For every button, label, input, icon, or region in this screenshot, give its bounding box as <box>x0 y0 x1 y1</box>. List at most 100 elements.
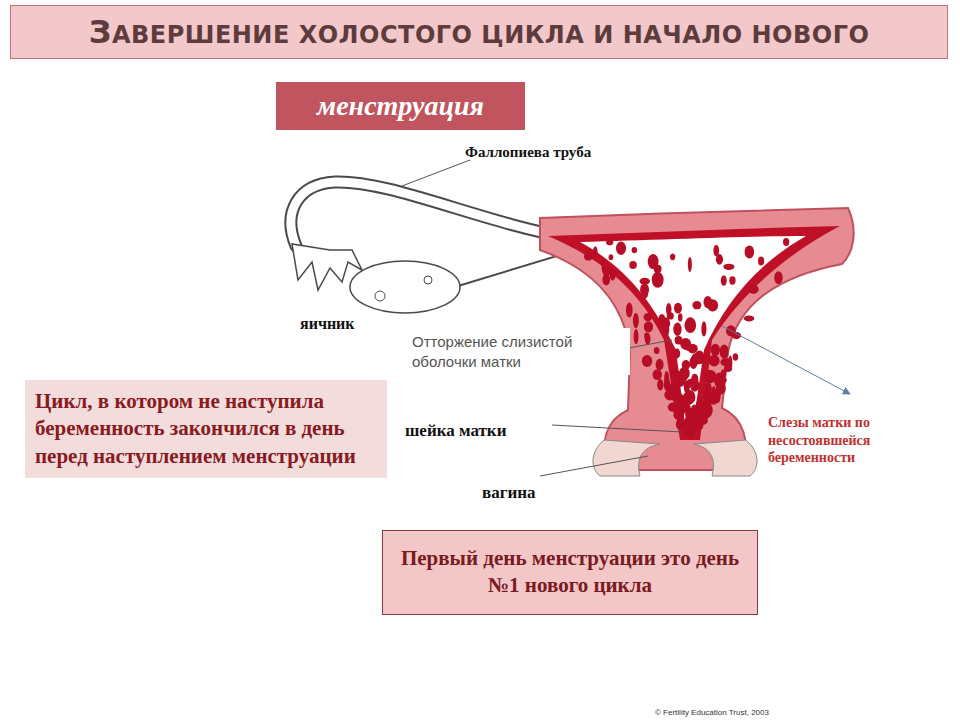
blood-drop <box>632 247 638 253</box>
blood-drop <box>701 321 706 336</box>
blood-drop <box>648 254 659 269</box>
blood-drop <box>616 242 626 256</box>
blood-drop <box>733 353 739 360</box>
blood-drop <box>593 246 598 258</box>
blood-drop <box>744 315 754 321</box>
blood-drop <box>709 355 720 367</box>
blood-drop <box>674 303 682 314</box>
blood-drop <box>710 371 716 380</box>
node-text: Отторжение слизистой оболочки матки <box>412 332 624 371</box>
blood-drop <box>672 400 683 413</box>
blood-drop <box>634 329 639 344</box>
blood-drop <box>783 238 789 246</box>
leader-line <box>402 160 470 186</box>
blood-drop <box>644 313 653 321</box>
blood-drop <box>681 423 693 429</box>
blood-drop <box>692 301 701 309</box>
ovary <box>350 261 460 313</box>
label-text: © Fertility Education Trust, 2003 <box>655 708 769 718</box>
blood-drop <box>670 253 675 260</box>
ovarian-ligament <box>458 252 570 286</box>
blood-drop <box>682 360 690 370</box>
part-label: шейка матки <box>405 420 506 441</box>
blood-drop <box>716 254 723 265</box>
blood-drop <box>707 299 718 311</box>
leader-line <box>540 456 648 476</box>
blood-drop <box>688 257 692 272</box>
blood-drop <box>674 349 681 359</box>
blood-drop <box>654 347 660 354</box>
blood-drop <box>721 275 727 286</box>
blood-drop <box>640 284 649 296</box>
label-text: Слезы матки по несостоявшейся беременнос… <box>768 414 948 467</box>
label-text: вагина <box>482 482 536 503</box>
blood-drop <box>603 267 611 277</box>
blood-drop <box>642 355 652 367</box>
blood-drop <box>664 371 669 386</box>
part-label: Фаллопиева труба <box>465 143 591 162</box>
blood-drop <box>606 239 613 245</box>
title-text: ЗАВЕРШЕНИЕ ХОЛОСТОГО ЦИКЛА И НАЧАЛО НОВО… <box>89 13 870 51</box>
part-label: яичник <box>300 314 355 334</box>
blood-drop <box>729 276 735 284</box>
label-text: шейка матки <box>405 420 506 441</box>
blood-drop <box>692 374 698 385</box>
blood-drop <box>644 333 649 340</box>
stage-badge: менструация <box>276 82 525 130</box>
blood-drop <box>711 344 720 356</box>
blood-drop <box>723 264 734 270</box>
blood-drop <box>720 358 731 366</box>
blood-drop <box>609 254 614 260</box>
blood-drop <box>673 323 681 337</box>
follicle <box>375 291 385 301</box>
tube-lumen <box>291 182 570 246</box>
note-box: Первый день менструации это день №1 ново… <box>382 530 758 615</box>
note-box: Цикл, в котором не наступила беременност… <box>25 380 387 478</box>
blood-drop <box>695 400 703 415</box>
callout-arrow <box>722 326 850 394</box>
blood-drop <box>748 285 759 294</box>
blood-drop <box>696 416 708 425</box>
blood-drop <box>644 321 653 332</box>
blood-drop <box>658 314 665 324</box>
follicle <box>424 276 432 284</box>
blood-drop <box>716 382 726 394</box>
node-text: Первый день менструации это день №1 ново… <box>399 545 741 600</box>
leader-line <box>552 425 682 432</box>
blood-drop <box>667 383 677 396</box>
blood-drop <box>626 303 633 318</box>
blood-drop <box>670 369 680 378</box>
blood-drop <box>584 252 593 260</box>
blood-drop <box>667 312 674 319</box>
node-text: менструация <box>286 88 515 124</box>
title-band: ЗАВЕРШЕНИЕ ХОЛОСТОГО ЦИКЛА И НАЧАЛО НОВО… <box>10 5 948 59</box>
blood-drop <box>678 313 682 321</box>
blood-drop <box>610 268 616 280</box>
blood-drop <box>703 401 709 413</box>
blood-drop <box>758 256 764 265</box>
vaginal-wall <box>694 440 757 476</box>
vaginal-wall <box>593 440 660 476</box>
label-text: яичник <box>300 314 355 334</box>
blood-drop <box>663 322 669 337</box>
blood-drop <box>633 313 639 328</box>
blood-drop <box>774 271 783 284</box>
blood-drop <box>657 379 663 390</box>
blood-drop <box>675 336 683 344</box>
blood-drop <box>653 369 662 380</box>
blood-drop <box>652 272 664 288</box>
callout-note: Слезы матки по несостоявшейся беременнос… <box>768 414 948 467</box>
copyright: © Fertility Education Trust, 2003 <box>655 708 769 718</box>
blood-drop <box>684 317 696 333</box>
label-text: Фаллопиева труба <box>465 143 591 162</box>
blood-drop <box>695 351 705 365</box>
blood-drop <box>720 344 729 359</box>
blood-drop <box>745 245 755 258</box>
tube-outline <box>291 182 570 246</box>
callout-box: Отторжение слизистой оболочки матки <box>406 328 630 375</box>
blood-drop <box>656 359 664 371</box>
blood-drop <box>645 333 651 345</box>
part-label: вагина <box>482 482 536 503</box>
blood-drop <box>629 261 636 269</box>
